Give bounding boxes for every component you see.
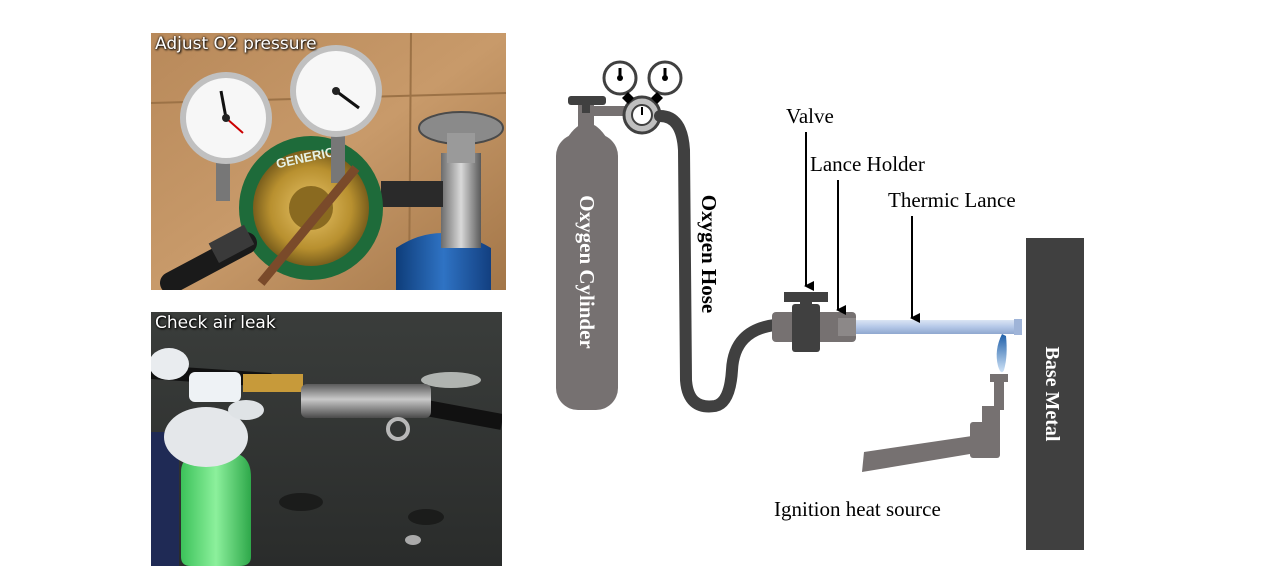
valve-and-lance-holder — [772, 292, 856, 352]
oxygen-cylinder-label: Oxygen Cylinder — [575, 195, 599, 348]
photo-check-leak: Check air leak — [151, 312, 502, 566]
leak-check-photo-image — [151, 312, 502, 566]
photo-caption-leak: Check air leak — [155, 313, 276, 333]
thermic-lance-diagram: Base Metal Oxygen Cylinder Oxygen Hose V… — [556, 60, 1084, 550]
valve-label: Valve — [786, 104, 834, 128]
photo-caption-adjust: Adjust O2 pressure — [155, 34, 317, 54]
oxygen-cylinder — [556, 96, 642, 410]
oxygen-hose-label: Oxygen Hose — [697, 195, 721, 313]
thermic-lance-label: Thermic Lance — [888, 188, 1016, 212]
ignition-torch — [862, 374, 1008, 472]
photo-adjust-pressure: GENERICO Adjust O2 pressure — [151, 33, 506, 290]
base-metal — [1026, 238, 1084, 550]
lance-flame — [996, 334, 1007, 373]
base-metal-label: Base Metal — [1041, 347, 1063, 442]
thermic-lance — [856, 320, 1020, 334]
regulator-gauges — [602, 60, 683, 135]
oxygen-hose — [654, 110, 781, 413]
ignition-label: Ignition heat source — [774, 497, 941, 521]
lance-holder-label: Lance Holder — [810, 152, 925, 176]
regulator-photo-image: GENERICO — [151, 33, 506, 290]
